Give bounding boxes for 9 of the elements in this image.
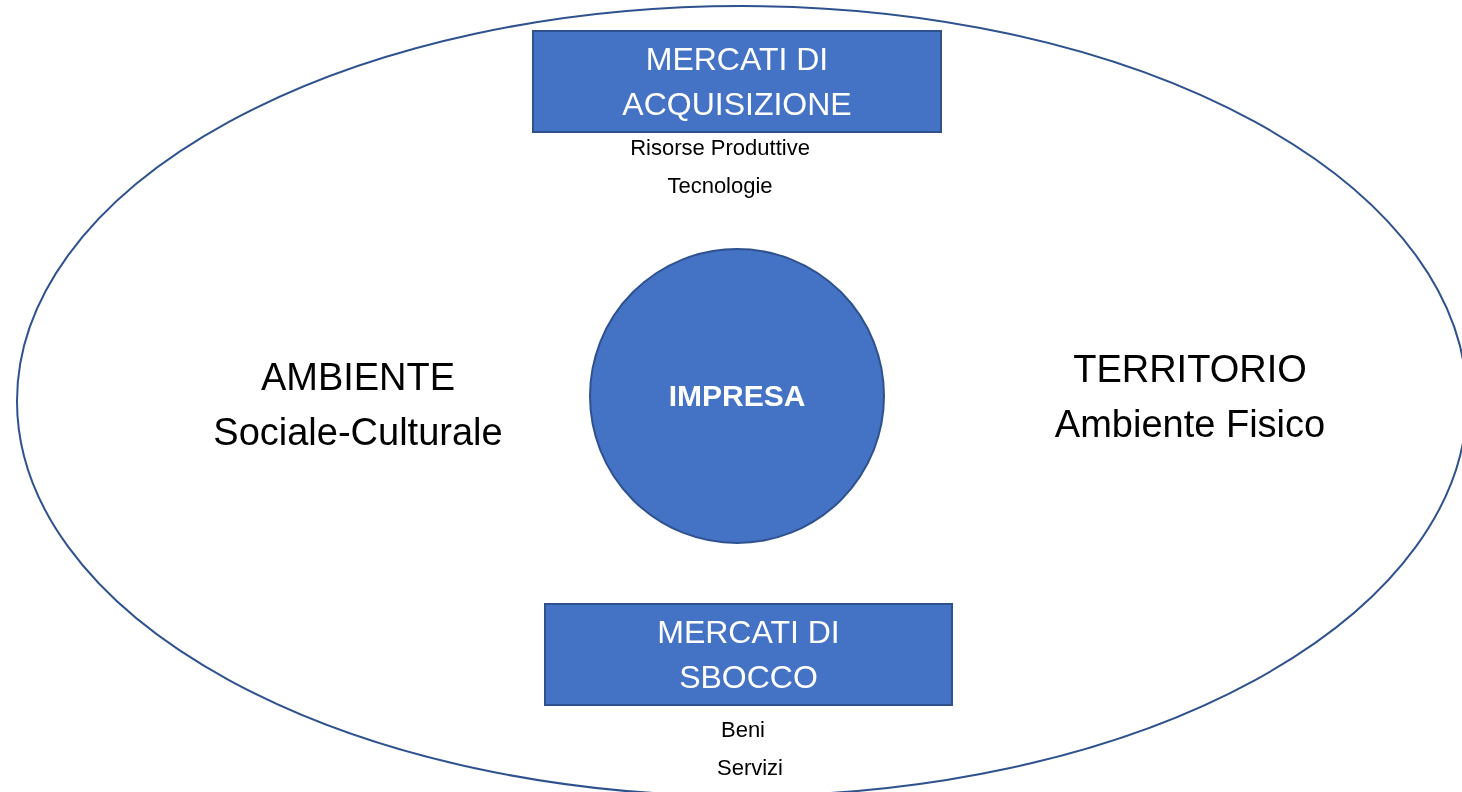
item-label: Beni [719,716,766,744]
region-label: TERRITORIO Ambiente Fisico [1053,347,1327,448]
market-box: MERCATI DI ACQUISIZIONE [532,30,942,133]
company-circle: IMPRESA [589,248,885,544]
item-label: Tecnologie [666,172,774,200]
region-label: AMBIENTE Sociale-Culturale [212,355,504,456]
item-label: Servizi [716,754,784,782]
item-label: Risorse Produttive [629,134,811,162]
market-box: MERCATI DI SBOCCO [544,603,953,706]
